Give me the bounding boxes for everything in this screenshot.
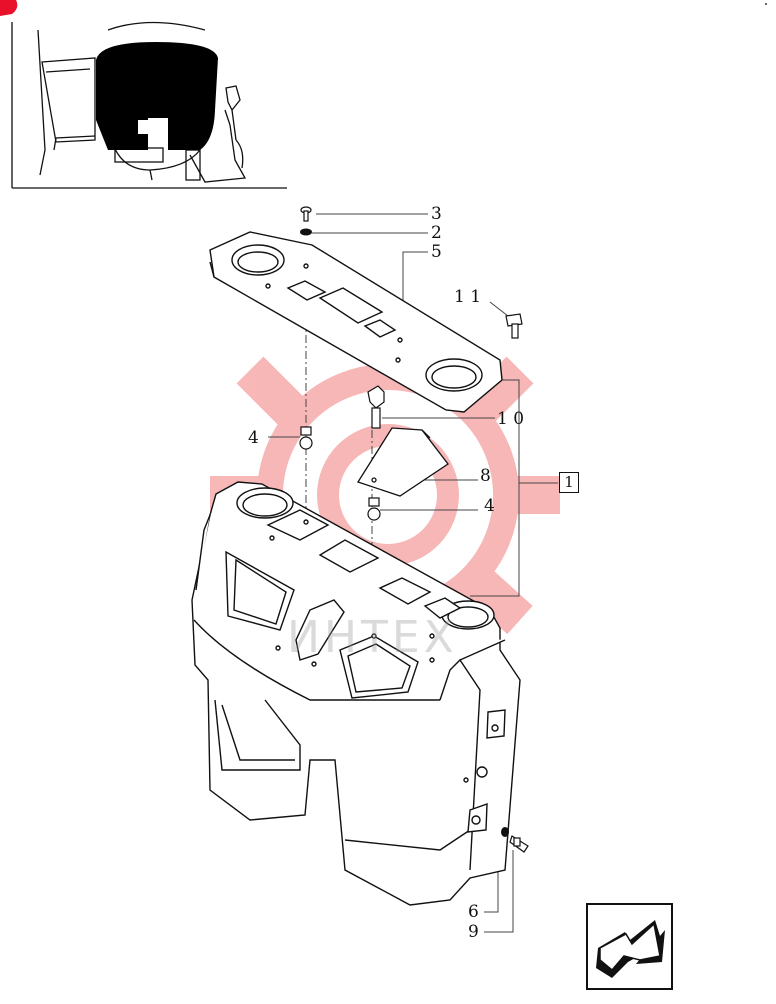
washer-part-6 [501,827,509,837]
callout-9: 9 [468,922,479,942]
callout-3: 3 [431,204,442,224]
callout-4-upper: 4 [248,428,259,448]
callout-6: 6 [468,902,479,922]
latch-part-10 [367,385,385,429]
top-plate-part-5 [209,231,503,413]
console-housing [191,481,521,906]
callout-5: 5 [431,242,442,262]
fastener-part-4-upper [299,426,313,450]
watermark-text: ИНТЕХ [287,612,458,663]
callout-4-lower: 4 [484,496,495,516]
callout-11: 1 1 [454,287,482,307]
red-corner-badge-icon [0,0,18,16]
cover-part-8 [357,427,449,497]
callout-8: 8 [480,466,491,486]
bolt-part-9 [509,835,529,853]
arrow-next-page-icon[interactable] [586,903,673,990]
callout-1-assembly: 1 [559,472,579,493]
corner-dot [765,3,767,5]
callout-10: 1 0 [497,409,525,429]
callout-2: 2 [431,223,442,243]
fastener-part-4-lower [367,497,381,521]
cab-console-gap [138,120,162,134]
washer-part-2 [300,228,312,236]
screw-part-11 [505,313,523,339]
screw-part-3 [300,206,312,222]
cab-console-highlight [96,42,218,150]
